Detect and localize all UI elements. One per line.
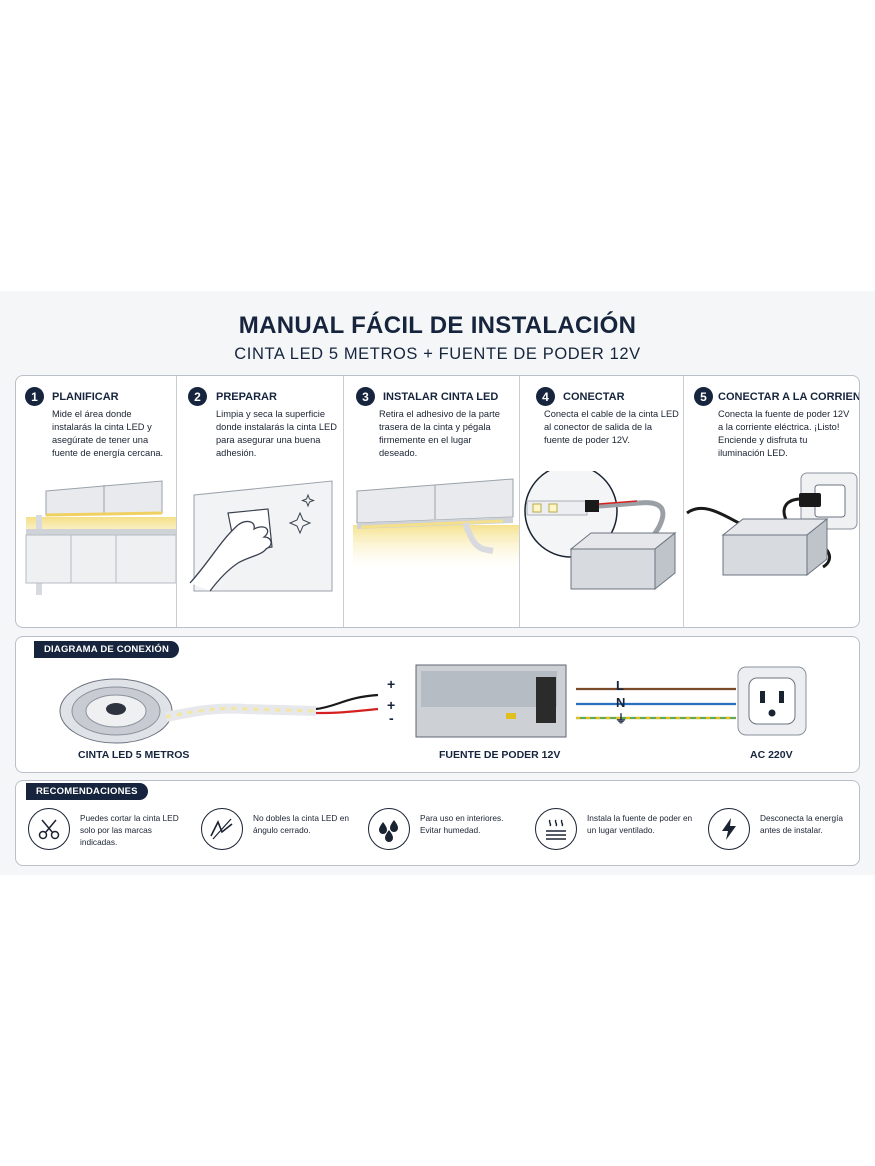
- scissors-icon: [28, 808, 70, 850]
- step-description: Retira el adhesivo de la parte trasera d…: [379, 409, 500, 458]
- strip-label: CINTA LED 5 METROS: [78, 749, 190, 761]
- step-number: 3: [356, 387, 375, 406]
- plus-mid-label: +: [387, 697, 396, 713]
- step-4: 4 CONECTAR Conecta el cable de la cinta …: [519, 376, 684, 627]
- kitchen-illustration: [25, 480, 176, 595]
- page-title: MANUAL FÁCIL DE INSTALACIÓN: [238, 312, 637, 339]
- recommendations-badge: RECOMENDACIONES: [26, 783, 148, 800]
- recommendation-text: No dobles la cinta LED en ángulo cerrado…: [253, 813, 349, 835]
- step-title: CONECTAR A LA CORRIENTE: [718, 391, 860, 403]
- step-description: Conecta la fuente de poder 12V a la corr…: [718, 409, 850, 458]
- terminal-l-label: L: [616, 678, 624, 693]
- step-1: 1 PLANIFICAR Mide el área donde instalar…: [16, 376, 177, 627]
- outlet-label: AC 220V: [750, 749, 793, 761]
- step-title: INSTALAR CINTA LED: [383, 391, 499, 403]
- recommendations-panel: RECOMENDACIONES Puedes cortar la cinta L…: [15, 780, 860, 866]
- water-drops-icon: [368, 808, 410, 850]
- connect-illustration: [524, 471, 677, 591]
- no-bend-icon: [201, 808, 243, 850]
- psu-label: FUENTE DE PODER 12V: [439, 749, 561, 761]
- step-number: 4: [536, 387, 555, 406]
- step-title: PLANIFICAR: [52, 391, 119, 403]
- step-description: Limpia y seca la superficie donde instal…: [216, 409, 337, 458]
- install-strip-illustration: [353, 478, 519, 569]
- step-description: Mide el área donde instalarás la cinta L…: [52, 409, 164, 458]
- terminal-n-label: N: [616, 695, 626, 710]
- step-3: 3 INSTALAR CINTA LED Retira el adhesivo …: [343, 376, 520, 627]
- plus-top-label: +: [387, 676, 396, 692]
- step-title: PREPARAR: [216, 391, 277, 403]
- ventilation-icon: [535, 808, 577, 850]
- cleaning-illustration: [189, 480, 333, 592]
- connection-diagram-panel: DIAGRAMA DE CONEXIÓN + + - L N ⏚ CINTA L…: [15, 636, 860, 773]
- step-title: CONECTAR: [563, 391, 625, 403]
- step-5: 5 CONECTAR A LA CORRIENTE Conecta la fue…: [683, 376, 859, 627]
- step-description: Conecta el cable de la cinta LED al cone…: [544, 409, 679, 445]
- power-connection-illustration: [686, 472, 858, 577]
- recommendation-text: Instala la fuente de poder en un lugar v…: [587, 813, 693, 835]
- minus-label: -: [389, 710, 394, 726]
- step-number: 1: [25, 387, 44, 406]
- recommendation-text: Para uso en interiores. Evitar humedad.: [420, 813, 504, 835]
- page-subtitle: CINTA LED 5 METROS + FUENTE DE PODER 12V: [234, 345, 641, 363]
- connection-diagram: [59, 664, 807, 744]
- lightning-icon: [708, 808, 750, 850]
- recommendation-text: Puedes cortar la cinta LED solo por las …: [80, 813, 179, 847]
- steps-panel: 1 PLANIFICAR Mide el área donde instalar…: [15, 375, 860, 628]
- recommendation-text: Desconecta la energía antes de instalar.: [760, 813, 844, 835]
- ground-symbol: ⏚: [615, 712, 628, 726]
- step-number: 5: [694, 387, 713, 406]
- diagram-badge: DIAGRAMA DE CONEXIÓN: [34, 641, 180, 658]
- step-2: 2 PREPARAR Limpia y seca la superficie d…: [176, 376, 344, 627]
- step-number: 2: [188, 387, 207, 406]
